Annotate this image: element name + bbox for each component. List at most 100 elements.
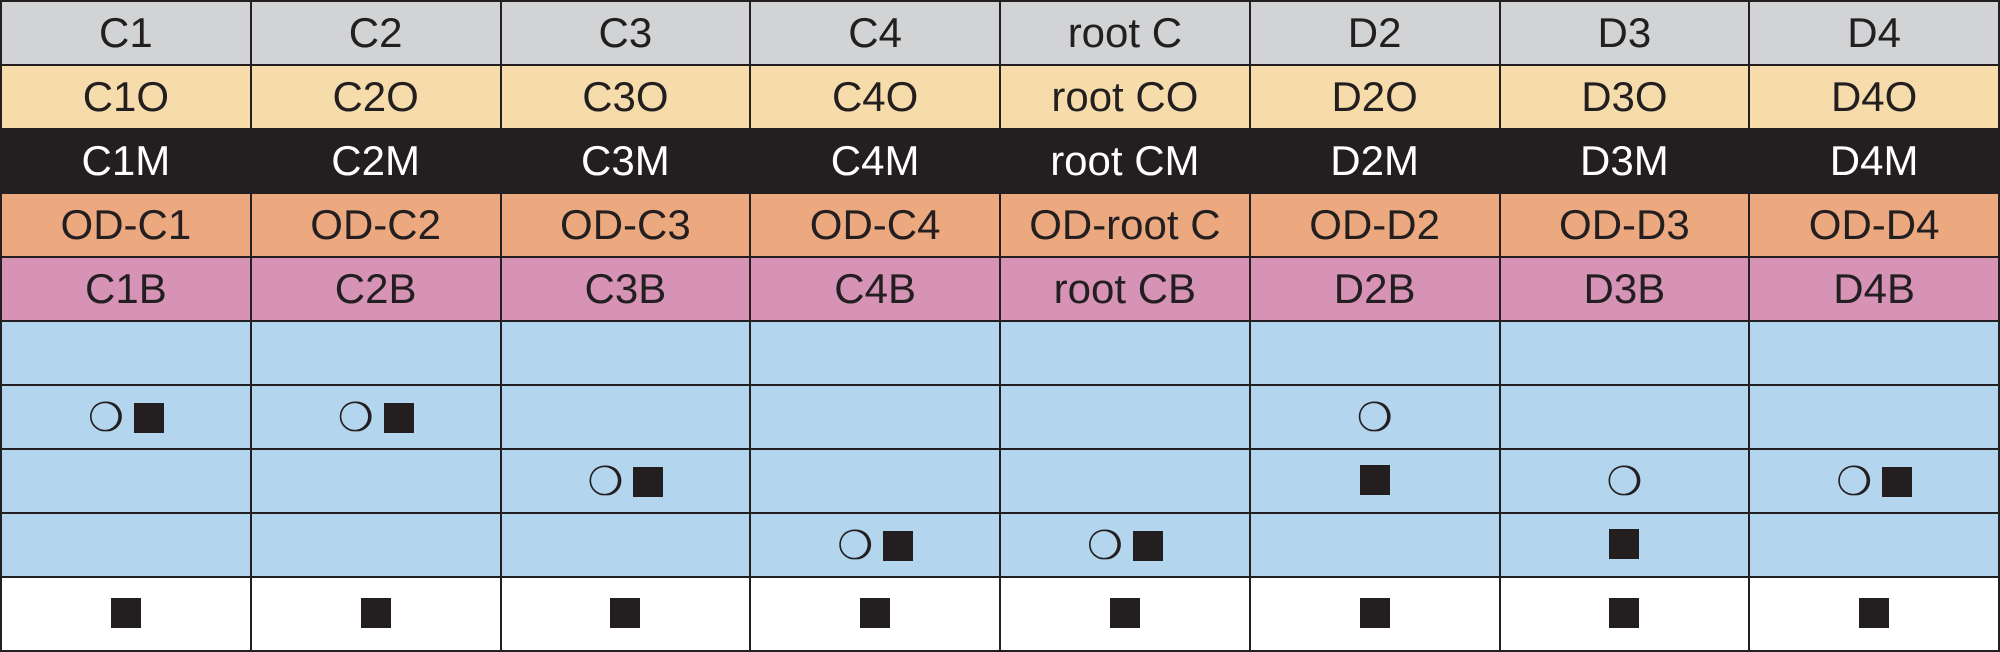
row-od-cell: OD-D3 (1498, 192, 1751, 258)
open-circle-icon: ❍ (1356, 395, 1393, 441)
marker-cell (499, 576, 752, 652)
marker-group (1609, 598, 1640, 628)
marker-group (1359, 465, 1390, 495)
marker-row-3: ❍ ❍ ❍ (0, 448, 2000, 514)
marker-cell (1748, 576, 2000, 652)
marker-cell (0, 448, 252, 514)
filled-square-icon (133, 403, 164, 433)
column-header: D3 (1498, 0, 1751, 66)
marker-group: ❍ (338, 398, 414, 438)
marker-cell (749, 448, 1001, 514)
marker-cell: ❍ (1748, 448, 2000, 514)
filled-square-icon (860, 598, 891, 628)
column-header: C4 (749, 0, 1001, 66)
column-header: root C (999, 0, 1251, 66)
row-o-cell: C3O (499, 64, 752, 130)
marker-cell: ❍ (999, 512, 1251, 578)
row-od-cell: OD-C2 (249, 192, 502, 258)
filled-square-icon (383, 403, 414, 433)
filled-square-icon (633, 467, 664, 497)
row-b-cell: D3B (1498, 256, 1751, 322)
row-o-cell: C2O (249, 64, 502, 130)
marker-cell (749, 384, 1001, 450)
row-od-cell: OD-D4 (1748, 192, 2000, 258)
marker-cell (0, 512, 252, 578)
column-header: D2 (1248, 0, 1501, 66)
row-m-cell: root CM (999, 128, 1251, 194)
open-circle-icon: ❍ (1606, 459, 1643, 505)
marker-cell (1248, 320, 1501, 386)
marker-cell: ❍ (499, 448, 752, 514)
marker-cell (249, 512, 502, 578)
marker-cell: ❍ (0, 384, 252, 450)
marker-cell: ❍ (1498, 448, 1751, 514)
marker-cell (999, 384, 1251, 450)
column-header: C1 (0, 0, 252, 66)
row-b-cell: C1B (0, 256, 252, 322)
marker-group (1859, 598, 1890, 628)
marker-group (1609, 529, 1640, 559)
open-circle-icon: ❍ (87, 395, 124, 441)
marker-cell (999, 576, 1251, 652)
marker-cell (249, 320, 502, 386)
column-header: C2 (249, 0, 502, 66)
row-b-cell: root CB (999, 256, 1251, 322)
filled-square-icon (110, 598, 141, 628)
row-od-cell: OD-root C (999, 192, 1251, 258)
column-header: D4 (1748, 0, 2000, 66)
filled-square-icon (1882, 467, 1913, 497)
marker-cell (1248, 576, 1501, 652)
marker-group: ❍ (1606, 462, 1642, 502)
marker-cell (499, 512, 752, 578)
open-circle-icon: ❍ (1086, 523, 1123, 569)
row-m-cell: C2M (249, 128, 502, 194)
row-m-cell: C3M (499, 128, 752, 194)
row-o-cell: D2O (1248, 64, 1501, 130)
row-o-cell: C1O (0, 64, 252, 130)
row-m-cell: D3M (1498, 128, 1751, 194)
row-b-cell: C2B (249, 256, 502, 322)
filled-square-icon (883, 531, 914, 561)
marker-cell (249, 576, 502, 652)
marker-cell (1248, 448, 1501, 514)
marker-cell (1248, 512, 1501, 578)
marker-cell: ❍ (1248, 384, 1501, 450)
marker-cell (1498, 384, 1751, 450)
marker-cell (1748, 384, 2000, 450)
open-circle-icon: ❍ (587, 459, 624, 505)
open-circle-icon: ❍ (337, 395, 374, 441)
column-header: C3 (499, 0, 752, 66)
filled-square-icon (1609, 529, 1640, 559)
filled-square-icon (1132, 531, 1163, 561)
filled-square-icon (610, 598, 641, 628)
marker-group: ❍ (1836, 462, 1913, 502)
marker-cell (0, 320, 252, 386)
row-od-cell: OD-D2 (1248, 192, 1501, 258)
marker-cell (0, 576, 252, 652)
marker-row-5 (0, 576, 2000, 652)
marker-cell (499, 384, 752, 450)
row-m-cell: C1M (0, 128, 252, 194)
row-b-cell: D2B (1248, 256, 1501, 322)
row-b-cell: C3B (499, 256, 752, 322)
marker-group (360, 598, 391, 628)
row-o-cell: root CO (999, 64, 1251, 130)
row-o-cell: C4O (749, 64, 1001, 130)
filled-square-icon (1359, 465, 1390, 495)
marker-group (860, 598, 891, 628)
filled-square-icon (1109, 598, 1140, 628)
marker-group: ❍ (587, 459, 664, 505)
row-b-cell: C4B (749, 256, 1001, 322)
row-od-cell: OD-C1 (0, 192, 252, 258)
marker-group (610, 598, 641, 628)
marker-group (110, 598, 141, 628)
filled-square-icon (1859, 598, 1890, 628)
marker-row-1 (0, 320, 2000, 386)
marker-group (1359, 598, 1390, 628)
marker-cell (749, 320, 1001, 386)
